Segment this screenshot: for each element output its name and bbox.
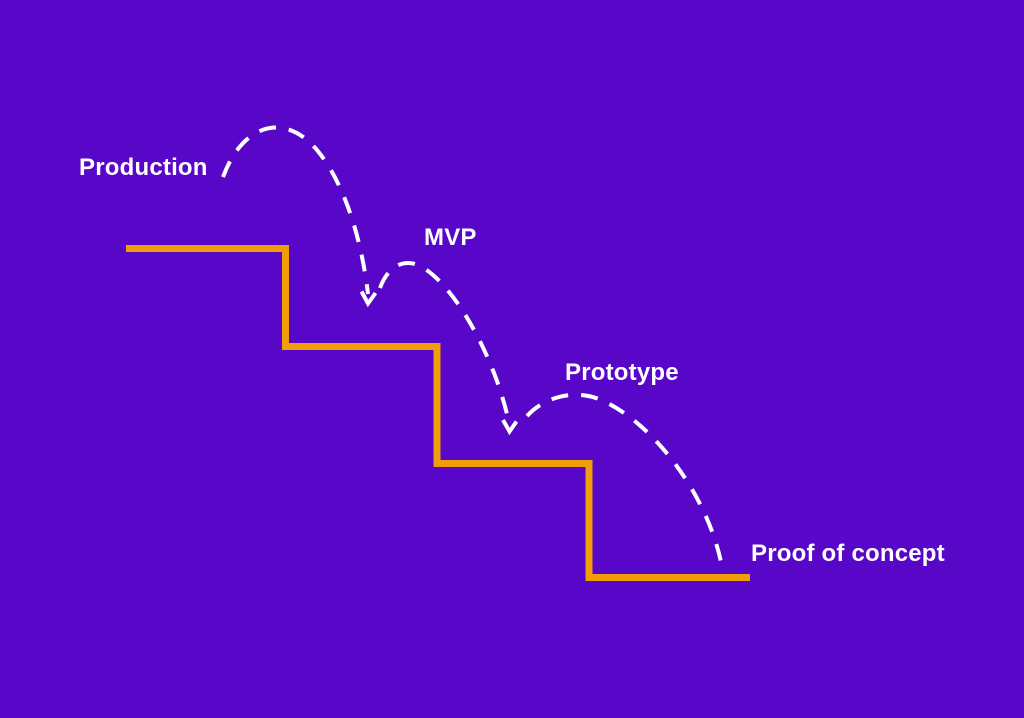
arrowhead-1-icon (359, 290, 378, 308)
bounce-arc-3 (525, 392, 723, 563)
bounce-arc-1 (221, 125, 370, 295)
label-proof-of-concept: Proof of concept (751, 540, 945, 567)
label-prototype: Prototype (565, 359, 679, 386)
label-mvp: MVP (424, 224, 477, 251)
label-production: Production (79, 154, 208, 181)
bounce-arc-2 (378, 260, 511, 424)
arrowhead-2-icon (501, 419, 519, 436)
staircase-path (126, 245, 750, 581)
